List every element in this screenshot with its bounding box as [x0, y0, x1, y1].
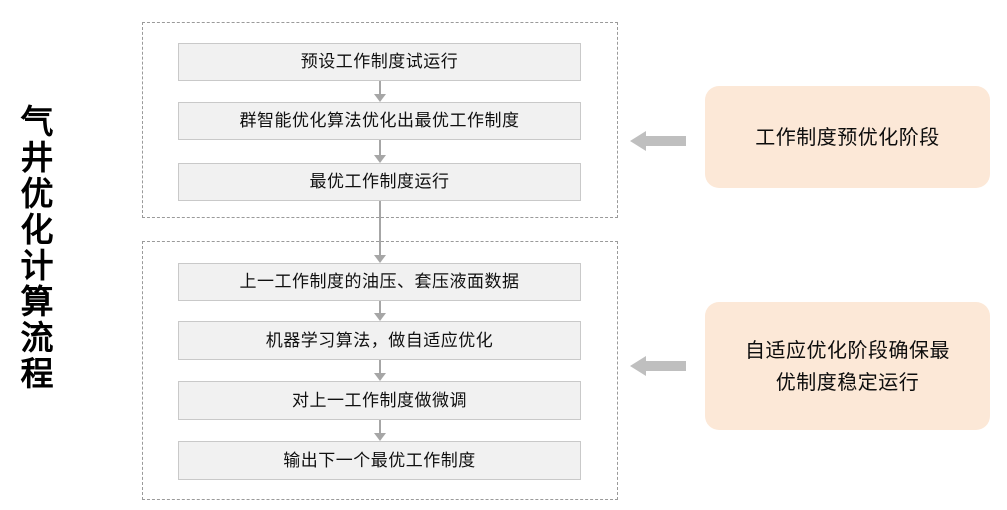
arrow-down-icon	[374, 94, 386, 102]
process-step-box: 群智能优化算法优化出最优工作制度	[178, 102, 581, 140]
connector-line	[379, 201, 381, 255]
arrow-down-icon	[374, 313, 386, 321]
process-step-box: 上一工作制度的油压、套压液面数据	[178, 263, 581, 301]
stage-label-panel: 工作制度预优化阶段	[705, 86, 990, 188]
stage-label-line: 自适应优化阶段确保最	[745, 338, 950, 362]
process-step-box: 机器学习算法，做自适应优化	[178, 321, 581, 360]
arrow-left-icon	[630, 129, 686, 153]
stage-label-line: 工作制度预优化阶段	[755, 125, 940, 149]
arrow-left-icon	[630, 354, 686, 378]
connector-arrow-down	[373, 301, 387, 321]
arrow-down-icon	[374, 155, 386, 163]
arrow-down-icon	[374, 433, 386, 441]
connector-arrow-down	[373, 420, 387, 441]
arrow-down-icon	[374, 373, 386, 381]
page-title: 气井优化计算流程	[20, 102, 54, 393]
connector-arrow-down	[373, 140, 387, 163]
group-adaptive-optimization	[142, 241, 618, 500]
process-step-box: 最优工作制度运行	[178, 163, 581, 201]
connector-line	[379, 301, 381, 313]
connector-line	[379, 81, 381, 94]
stage-label-panel: 自适应优化阶段确保最 优制度稳定运行	[705, 302, 990, 430]
process-step-box: 输出下一个最优工作制度	[178, 441, 581, 480]
process-step-box: 对上一工作制度做微调	[178, 381, 581, 420]
process-step-box: 预设工作制度试运行	[178, 43, 581, 81]
connector-line	[379, 360, 381, 373]
connector-arrow-down	[373, 360, 387, 381]
connector-arrow-down-between-groups	[373, 201, 387, 263]
stage-label-line: 优制度稳定运行	[775, 370, 920, 394]
connector-line	[379, 140, 381, 155]
connector-arrow-down	[373, 81, 387, 102]
connector-line	[379, 420, 381, 433]
arrow-down-icon	[374, 255, 386, 263]
